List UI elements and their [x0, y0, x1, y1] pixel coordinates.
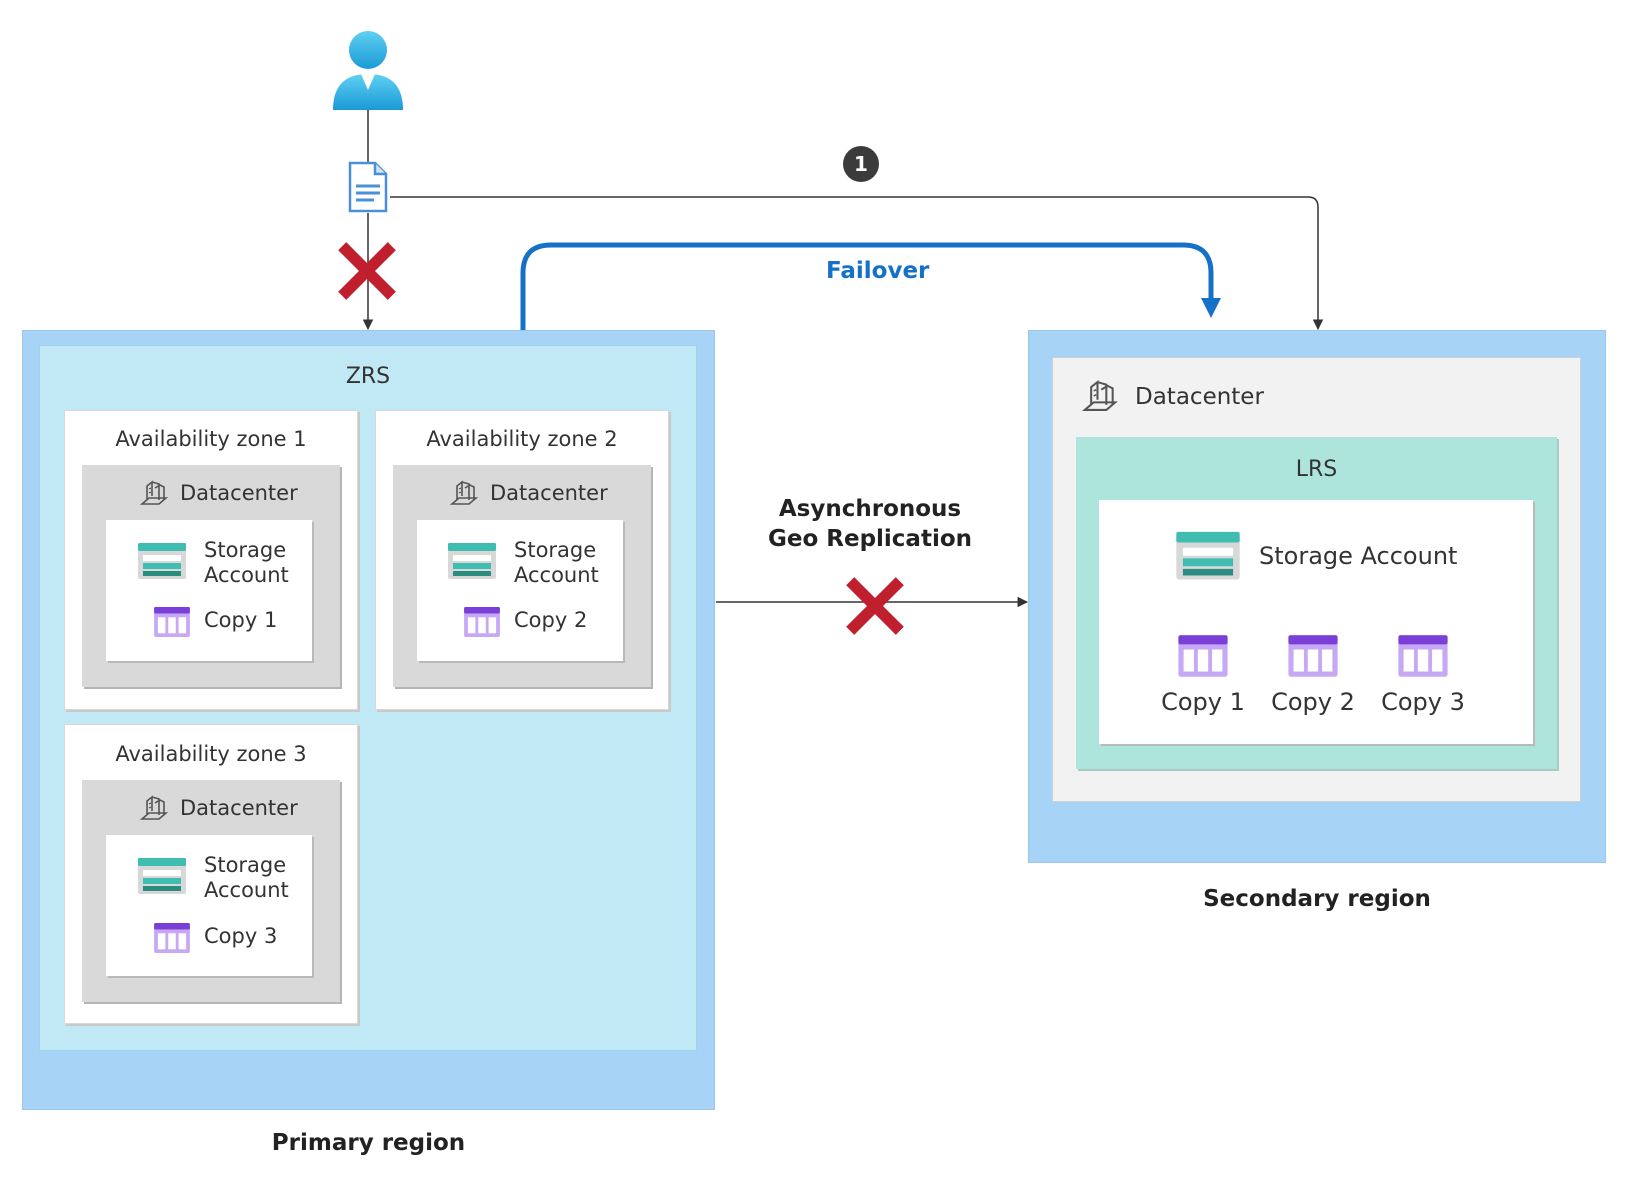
step-badge-number: 1	[854, 152, 868, 176]
zone-1-copy-label: Copy 1	[204, 608, 278, 632]
table-copy-icon	[1178, 635, 1228, 677]
x-mark-icon	[844, 575, 906, 637]
datacenter-icon	[451, 481, 477, 505]
zone-1-datacenter-label: Datacenter	[180, 481, 298, 505]
step-badge-icon: 1	[843, 146, 879, 182]
storage-account-icon	[138, 543, 186, 579]
zrs-label: ZRS	[345, 364, 391, 389]
zone-2-storage-line-1: Storage	[514, 538, 597, 562]
table-copy-icon	[154, 922, 190, 954]
storage-account-icon	[448, 543, 496, 579]
lrs-storage-label: Storage Account	[1259, 542, 1458, 570]
datacenter-icon	[1083, 381, 1117, 411]
zone-3-storage-label: Storage Account	[204, 853, 289, 903]
geo-replication-line-1: Asynchronous	[778, 496, 962, 522]
zone-3-copy-label: Copy 3	[204, 924, 278, 948]
lrs-copy-3-label: Copy 3	[1381, 688, 1465, 716]
zone-2-storage-label: Storage Account	[514, 538, 599, 588]
primary-region-label: Primary region	[271, 1130, 466, 1156]
zone-1-title: Availability zone 1	[115, 427, 307, 451]
secondary-region-label: Secondary region	[1203, 886, 1431, 912]
zone-1-storage-label: Storage Account	[204, 538, 289, 588]
document-icon	[348, 161, 388, 213]
lrs-label: LRS	[1295, 457, 1338, 482]
table-copy-icon	[1398, 635, 1448, 677]
zone-2-copy-label: Copy 2	[514, 608, 588, 632]
lrs-storage-card	[1099, 500, 1533, 744]
table-copy-icon	[1288, 635, 1338, 677]
failover-arrow	[520, 242, 1221, 330]
datacenter-icon	[141, 481, 167, 505]
zone-2-title: Availability zone 2	[426, 427, 618, 451]
x-mark-icon	[336, 240, 398, 302]
zone-1-storage-line-1: Storage	[204, 538, 287, 562]
geo-replication-line-2: Geo Replication	[767, 526, 973, 552]
datacenter-icon	[141, 796, 167, 820]
lrs-copy-1-label: Copy 1	[1161, 688, 1245, 716]
table-copy-icon	[154, 606, 190, 638]
user-icon	[333, 31, 403, 110]
zone-2-storage-line-2: Account	[514, 563, 599, 588]
zone-3-datacenter-label: Datacenter	[180, 796, 298, 820]
zone-2-datacenter-label: Datacenter	[490, 481, 608, 505]
document-to-secondary-arrow	[390, 196, 1324, 331]
failover-label: Failover	[826, 258, 930, 284]
geo-replication-label: Asynchronous Geo Replication	[760, 494, 980, 554]
lrs-copy-2-label: Copy 2	[1271, 688, 1355, 716]
table-copy-icon	[464, 606, 500, 638]
zone-1-storage-line-2: Account	[204, 563, 289, 588]
zone-3-title: Availability zone 3	[115, 742, 307, 766]
zone-3-storage-line-2: Account	[204, 878, 289, 903]
zone-3-storage-line-1: Storage	[204, 853, 287, 877]
secondary-datacenter-label: Datacenter	[1135, 384, 1264, 410]
storage-account-icon	[138, 858, 186, 894]
storage-account-icon	[1176, 531, 1240, 580]
